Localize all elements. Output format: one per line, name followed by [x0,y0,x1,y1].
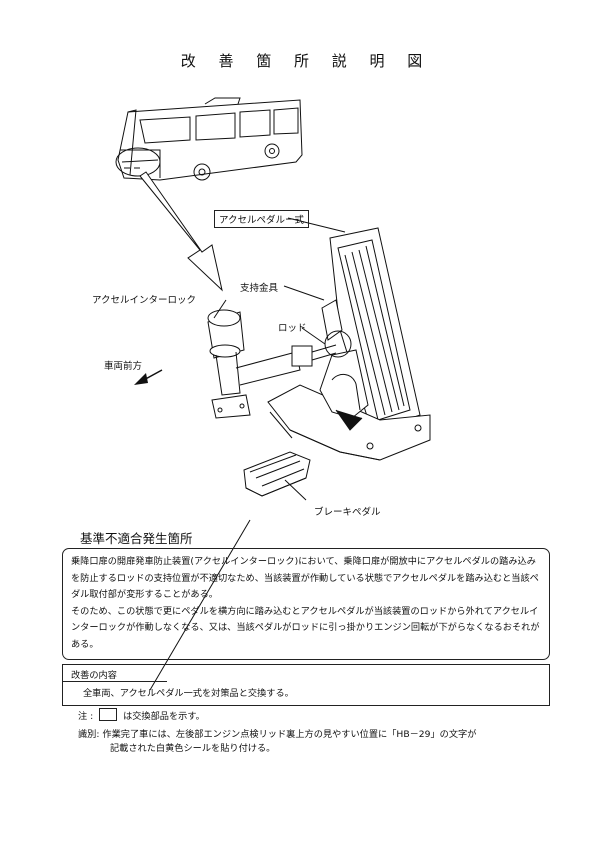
improvement-heading: 改善の内容 [71,670,117,681]
vehicle-front-arrow [134,369,163,385]
label-accel-interlock: アクセルインターロック [92,295,197,306]
label-vehicle-front: 車両前方 [104,361,143,372]
accel-interlock-drawing [207,309,337,419]
label-rod: ロッド [278,323,307,334]
section-title-nonconformity: 基準不適合発生箇所 [80,531,193,546]
label-brake-pedal: ブレーキペダル [314,507,381,518]
label-accel-pedal-assembly: アクセルペダルー式 [214,210,310,228]
description-paragraph: 乗降口扉の開扉発車防止装置(アクセルインターロック)において、乗降口扉が開放中に… [71,556,539,600]
label-support-bracket: 支持金具 [240,283,279,294]
page-title: 改 善 箇 所 説 明 図 [180,52,432,70]
improvement-box: 改善の内容 全車両、アクセルペダル一式を対策品と交換する。 [62,664,550,706]
identification-label: 識別: [78,729,100,740]
bus-drawing [115,97,303,181]
note-text: は交換部品を示す。 [123,711,205,722]
accel-pedal-drawing [267,227,431,461]
identification-text-2: 記載された白黄色シールを貼り付ける。 [110,743,276,754]
improvement-body: 全車両、アクセルペダル一式を対策品と交換する。 [83,688,294,699]
identification-text-1: 作業完了車には、左後部エンジン点検リッド裏上方の見やすい位置に「HB－29」の文… [102,729,477,740]
note-label: 注 : [78,711,94,722]
note-row: 注 : は交換部品を示す。 [78,708,205,722]
description-paragraph: そのため、この状態で更にペダルを横方向に踏み込むとアクセルペダルが当該装置のロッ… [71,605,540,650]
brake-pedal-drawing [243,451,311,497]
description-box: 乗降口扉の開扉発車防止装置(アクセルインターロック)において、乗降口扉が開放中に… [62,548,550,660]
identification-row-1: 識別: 作業完了車には、左後部エンジン点検リッド裏上方の見やすい位置に「HB－2… [78,726,476,740]
replacement-part-swatch [99,708,118,721]
